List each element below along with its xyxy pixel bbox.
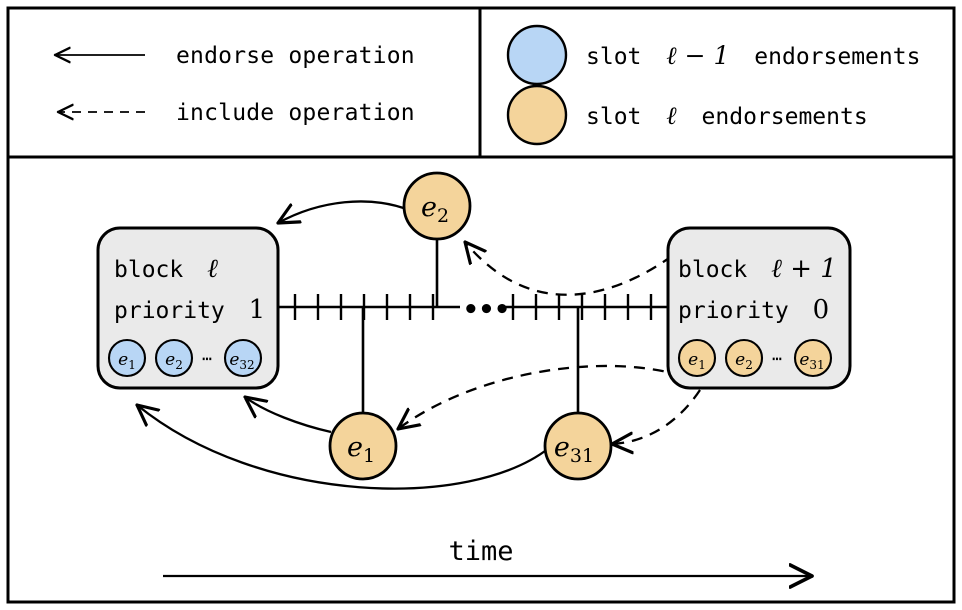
slot-prev-swatch-circle <box>506 24 568 86</box>
event-e31-sub: 31 <box>570 445 594 467</box>
block-l-plus-1-endorsement-2-sub: 2 <box>745 358 753 372</box>
event-e31-base: e <box>554 432 570 463</box>
edge-include-blockl1-to-e1 <box>398 364 701 429</box>
block-l-line1: block ℓ <box>114 254 218 284</box>
timeline-break-ellipsis: ••• <box>463 295 510 325</box>
slot-current-swatch-circle <box>506 84 568 146</box>
block-l-plus-1-line1: block ℓ + 1 <box>678 254 837 284</box>
block-l-endorsement-2-base: e <box>165 350 175 370</box>
block-l-endorsement-1: e1 <box>107 338 147 378</box>
block-l-plus-1-line1-symbol: ℓ + 1 <box>771 254 837 284</box>
block-l-endorsement-list: e1 e2 ⋯ e32 <box>107 338 263 378</box>
block-l-plus-1-endorsement-1-sub: 1 <box>698 358 706 372</box>
event-e2[interactable]: e2 <box>402 171 472 241</box>
block-l-plus-1-line2: priority 0 <box>678 295 829 325</box>
time-axis-label: time <box>448 536 513 567</box>
block-l-plus-1-line1-text: block <box>678 257 747 283</box>
block-l-endorsement-ellipsis: ⋯ <box>202 349 212 368</box>
legend-row-include: include operation <box>58 100 415 126</box>
edge-layer <box>137 200 701 490</box>
legend-left-frame <box>6 6 482 159</box>
event-e2-sub: 2 <box>437 205 449 227</box>
slot-current-legend-prefix: slot <box>586 104 641 130</box>
svg-text:e1: e1 <box>347 432 375 467</box>
block-l-plus-1-endorsement-list: e1 e2 ⋯ e31 <box>677 338 833 378</box>
block-l-plus-1-line2-value: 0 <box>813 295 830 325</box>
block-l-plus-1-endorsement-last: e31 <box>793 338 833 378</box>
edge-include-blockl1-to-e31 <box>612 389 701 444</box>
block-l-endorsement-2-sub: 2 <box>175 358 183 372</box>
block-l-line2-text: priority <box>114 298 225 324</box>
svg-text:e2: e2 <box>165 350 183 372</box>
block-l-endorsement-last-base: e <box>229 350 239 370</box>
edge-endorse-e31-to-block-l <box>137 405 550 490</box>
event-e31-circle <box>543 411 613 481</box>
svg-text:e31: e31 <box>554 432 594 467</box>
event-e1-sub: 1 <box>363 445 375 467</box>
timeline-left-ticks <box>293 294 435 320</box>
legend-row-slot-prev: slot ℓ − 1 endorsements <box>506 24 920 86</box>
event-e1[interactable]: e1 <box>328 411 398 481</box>
block-l-plus-1-endorsement-2: e2 <box>724 338 764 378</box>
svg-text:e32: e32 <box>229 350 254 372</box>
endorse-legend-label: endorse operation <box>176 43 415 69</box>
slot-current-legend-symbol: ℓ <box>666 101 677 130</box>
legend-row-slot-current: slot ℓ endorsements <box>506 84 868 146</box>
block-l-endorsement-last-sub: 32 <box>239 358 254 372</box>
event-e2-base: e <box>421 192 437 223</box>
edge-include-blockl1-to-e2 <box>465 242 673 296</box>
edge-endorse-e1-to-block-l <box>245 397 332 434</box>
event-e1-base: e <box>347 432 363 463</box>
block-l-plus-1-endorsement-1: e1 <box>677 338 717 378</box>
block-l-plus-1-endorsement-1-base: e <box>688 350 698 370</box>
svg-text:e1: e1 <box>118 350 136 372</box>
slot-current-legend-label: slot ℓ endorsements <box>586 101 868 130</box>
block-l-plus-1-endorsement-last-base: e <box>799 350 809 370</box>
event-e2-circle <box>402 171 472 241</box>
svg-text:e1: e1 <box>688 350 706 372</box>
block-l-plus-1-endorsement-last-sub: 31 <box>809 358 824 372</box>
block-l[interactable]: block ℓ priority 1 e1 e2 <box>96 226 280 390</box>
slot-prev-legend-symbol: ℓ − 1 <box>666 41 729 70</box>
block-l-line2: priority 1 <box>114 295 265 325</box>
block-l-endorsement-1-base: e <box>118 350 128 370</box>
block-l-plus-1[interactable]: block ℓ + 1 priority 0 e1 e2 <box>666 226 852 390</box>
block-l-line2-value: 1 <box>249 295 266 325</box>
slot-prev-legend-label: slot ℓ − 1 endorsements <box>586 41 920 70</box>
block-l-endorsement-2: e2 <box>154 338 194 378</box>
legend-row-endorse: endorse operation <box>55 43 415 69</box>
event-e31[interactable]: e31 <box>543 411 613 481</box>
slot-prev-legend-prefix: slot <box>586 44 641 70</box>
time-axis: time <box>163 536 812 576</box>
block-l-endorsement-last: e32 <box>223 338 263 378</box>
svg-text:e31: e31 <box>799 350 824 372</box>
slot-current-legend-suffix: endorsements <box>702 104 868 130</box>
block-l-plus-1-endorsement-ellipsis: ⋯ <box>772 349 782 368</box>
block-l-line1-text: block <box>114 257 183 283</box>
edge-endorse-e2-to-block-l <box>278 200 410 223</box>
timeline-axis: ••• <box>278 239 676 413</box>
block-l-endorsement-1-sub: 1 <box>128 358 136 372</box>
svg-text:e2: e2 <box>421 192 449 227</box>
block-l-plus-1-endorsement-2-base: e <box>735 350 745 370</box>
block-l-line1-symbol: ℓ <box>207 254 218 284</box>
block-l-plus-1-line2-text: priority <box>678 298 789 324</box>
include-legend-label: include operation <box>176 100 415 126</box>
slot-prev-legend-suffix: endorsements <box>754 44 920 70</box>
svg-text:e2: e2 <box>735 350 753 372</box>
event-e1-circle <box>328 411 398 481</box>
